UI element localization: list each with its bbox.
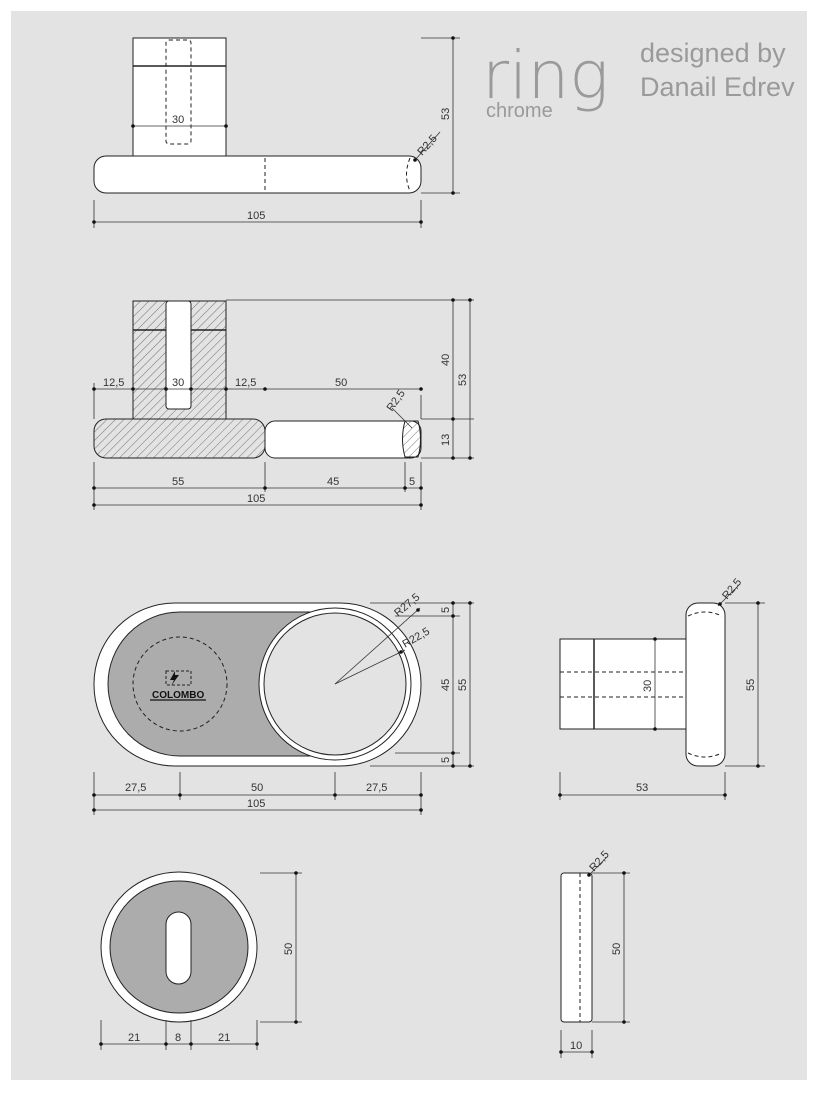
dim-ros-21-right: 21 bbox=[218, 1032, 230, 1044]
dim-end-55: 55 bbox=[745, 679, 757, 691]
dim-plan-27-5-right: 27,5 bbox=[366, 782, 387, 794]
dim-plan-55: 55 bbox=[457, 679, 469, 691]
dim-end-53: 53 bbox=[636, 782, 648, 794]
section-view bbox=[92, 298, 474, 510]
dim-plan-5-top: 5 bbox=[440, 607, 452, 613]
dim-sec-13: 13 bbox=[440, 434, 452, 446]
dim-side-53: 53 bbox=[440, 108, 452, 120]
rosette-front-view bbox=[99, 871, 302, 1050]
dim-ros-50: 50 bbox=[283, 943, 295, 955]
dim-side-105: 105 bbox=[247, 210, 265, 222]
rosette-side-view bbox=[559, 855, 630, 1058]
dim-sec-30: 30 bbox=[172, 377, 184, 389]
dim-rside-10: 10 bbox=[570, 1040, 582, 1052]
dim-plan-105: 105 bbox=[247, 798, 265, 810]
dim-sec-53: 53 bbox=[457, 374, 469, 386]
colombo-logo: COLOMBO bbox=[150, 671, 206, 701]
end-view bbox=[558, 583, 765, 800]
dim-plan-27-5-left: 27,5 bbox=[125, 782, 146, 794]
designer-line-1: designed by bbox=[640, 38, 786, 68]
dim-sec-12-5-right: 12,5 bbox=[235, 377, 256, 389]
dim-sec-45: 45 bbox=[327, 476, 339, 488]
dim-sec-40: 40 bbox=[440, 354, 452, 366]
section-view-dimensions: 12,5 30 12,5 50 R2,5 55 45 5 105 40 13 5… bbox=[103, 354, 469, 505]
logo-text: COLOMBO bbox=[152, 690, 204, 701]
designer-line-2: Danail Edrev bbox=[640, 72, 795, 102]
keyhole bbox=[165, 911, 192, 985]
dim-sec-105: 105 bbox=[247, 493, 265, 505]
dim-sec-12-5-left: 12,5 bbox=[103, 377, 124, 389]
dim-ros-21-left: 21 bbox=[128, 1032, 140, 1044]
dim-plan-45: 45 bbox=[440, 679, 452, 691]
dim-sec-55: 55 bbox=[172, 476, 184, 488]
product-finish: chrome bbox=[486, 100, 553, 122]
side-view bbox=[92, 36, 460, 228]
dim-rside-50: 50 bbox=[611, 943, 623, 955]
plan-view: COLOMBO bbox=[92, 601, 474, 815]
dim-sec-5: 5 bbox=[409, 476, 415, 488]
dim-plan-50: 50 bbox=[251, 782, 263, 794]
branding: ring chrome designed by Danail Edrev bbox=[482, 37, 795, 122]
rosette-front-dimensions: 50 21 8 21 bbox=[128, 943, 295, 1044]
product-name: ring bbox=[482, 37, 609, 114]
dim-ros-8: 8 bbox=[175, 1032, 181, 1044]
dim-side-30: 30 bbox=[172, 114, 184, 126]
dim-plan-5-bottom: 5 bbox=[440, 757, 452, 763]
dim-sec-50: 50 bbox=[335, 377, 347, 389]
dim-end-30: 30 bbox=[642, 680, 654, 692]
